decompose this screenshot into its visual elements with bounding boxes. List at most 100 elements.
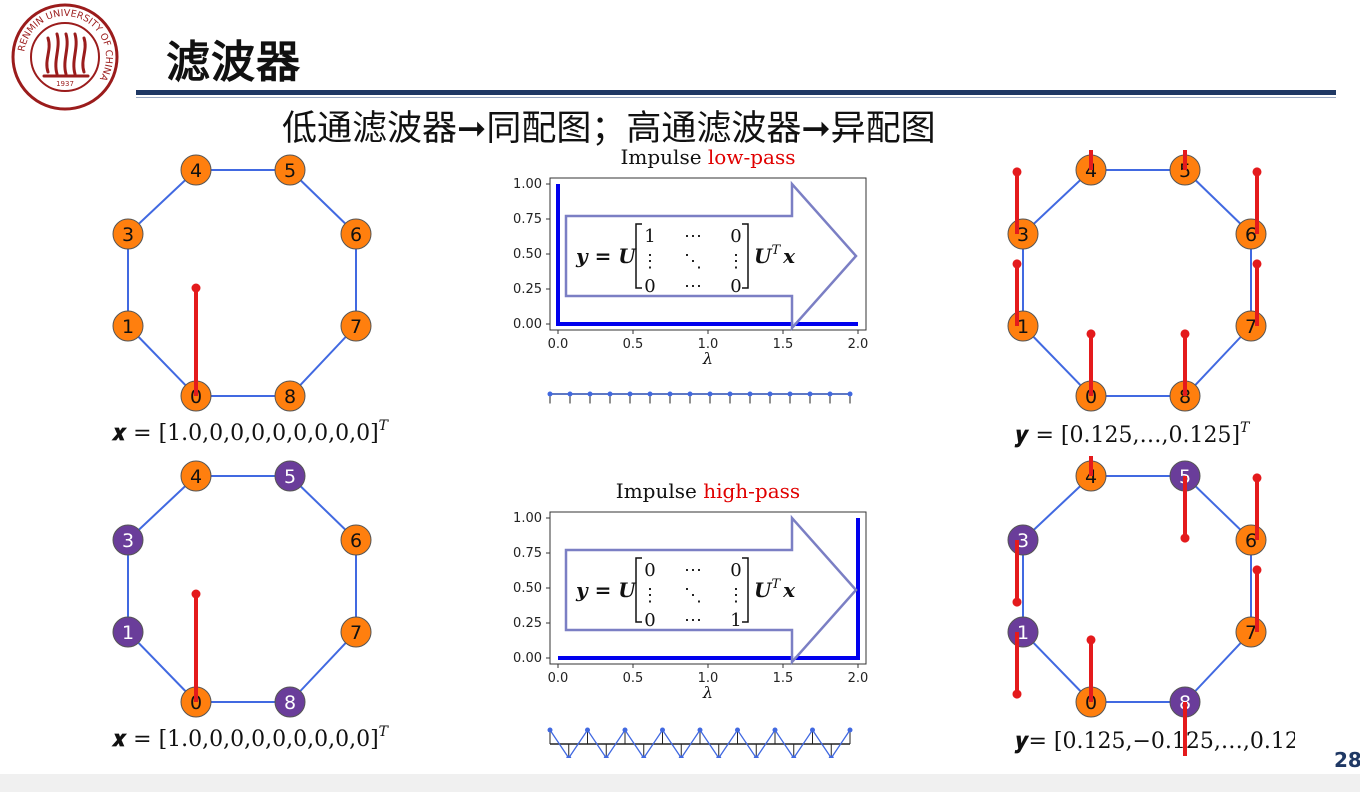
y-tick-label: 0.75 bbox=[513, 546, 542, 561]
graph-node bbox=[112, 616, 144, 648]
graph-edge bbox=[1022, 325, 1092, 397]
signal-marker bbox=[1252, 473, 1262, 483]
graph-node-label: 3 bbox=[1017, 224, 1029, 246]
graph-node bbox=[112, 218, 144, 250]
graph-edge bbox=[289, 631, 357, 703]
matrix-cell: ⋱ bbox=[684, 251, 702, 272]
x-tick-label: 2.0 bbox=[848, 671, 869, 686]
x-tick-label: 1.0 bbox=[698, 337, 719, 352]
matrix-cell: ⋯ bbox=[684, 610, 702, 631]
graph-edge bbox=[127, 631, 197, 703]
graph-node bbox=[340, 218, 372, 250]
signal-marker bbox=[1180, 329, 1190, 339]
y-tick-label: 0.50 bbox=[513, 247, 542, 262]
chart-title: Impulse high-pass bbox=[616, 479, 800, 503]
matrix-left-bracket bbox=[635, 557, 642, 623]
matrix-cell: ⋮ bbox=[727, 251, 745, 272]
chart-title: Impulse low-pass bbox=[621, 145, 796, 169]
x-axis-label: λ bbox=[702, 349, 713, 368]
graph-node bbox=[274, 686, 306, 718]
x-tick-label: 0.0 bbox=[548, 337, 569, 352]
matrix-right-bracket bbox=[742, 557, 749, 623]
formula-x: 𝒙 bbox=[782, 578, 796, 602]
matrix-left-bracket bbox=[635, 223, 642, 289]
graph-node-label: 5 bbox=[284, 466, 296, 488]
matrix-cell: ⋮ bbox=[727, 585, 745, 606]
graph-node bbox=[340, 310, 372, 342]
signal-marker bbox=[1180, 533, 1190, 543]
graph-node-label: 3 bbox=[122, 530, 134, 552]
graph-node-label: 0 bbox=[190, 386, 202, 408]
y-tick-label: 0.00 bbox=[513, 651, 542, 666]
formula-arrow bbox=[564, 514, 858, 666]
signal-marker bbox=[1252, 259, 1262, 269]
formula-lhs: 𝒚 = 𝑼 bbox=[575, 578, 637, 602]
graph-node-label: 6 bbox=[350, 224, 362, 246]
y-tick-label: 0.00 bbox=[513, 317, 542, 332]
matrix-cell: 1 bbox=[644, 226, 655, 247]
formula-x: 𝒙 bbox=[782, 244, 796, 268]
matrix-cell: 0 bbox=[644, 610, 655, 631]
matrix-cell: 0 bbox=[644, 276, 655, 297]
signal-marker bbox=[1012, 597, 1022, 607]
matrix-cell: ⋮ bbox=[641, 585, 659, 606]
matrix-cell: 0 bbox=[730, 226, 741, 247]
matrix-right-bracket bbox=[742, 223, 749, 289]
graph-signal-label: 𝒚= [0.125,−0.125,…,0.125,−0.125]T bbox=[1014, 726, 1295, 754]
graph-node-label: 1 bbox=[122, 316, 134, 338]
graph-node-label: 1 bbox=[122, 622, 134, 644]
matrix-cell: 0 bbox=[644, 560, 655, 581]
graph-node-label: 4 bbox=[190, 466, 202, 488]
graph-signal-label: 𝒙 = [1.0,0,0,0,0,0,0,0,0]T bbox=[111, 418, 390, 446]
signal-marker bbox=[1252, 565, 1262, 575]
graph-edge bbox=[1022, 475, 1092, 541]
graph-label-transpose: T bbox=[379, 724, 390, 740]
graph-label-symbol: 𝒙 bbox=[111, 420, 128, 446]
graph-node-label: 8 bbox=[1179, 386, 1191, 408]
spectrum-line bbox=[549, 728, 851, 758]
formula-lhs: 𝒚 = 𝑼 bbox=[575, 244, 637, 268]
graph-edge bbox=[1184, 631, 1252, 703]
series-line bbox=[556, 184, 858, 326]
formula-transpose: T bbox=[771, 243, 781, 258]
graph-label-values: = [0.125,−0.125,…,0.125,−0.125] bbox=[1029, 729, 1296, 754]
graph-edge bbox=[127, 475, 197, 541]
graph-node bbox=[274, 460, 306, 492]
graph-node-label: 7 bbox=[350, 316, 362, 338]
graph-edge bbox=[289, 325, 357, 397]
signal-marker bbox=[1012, 689, 1022, 699]
y-tick-label: 0.50 bbox=[513, 581, 542, 596]
matrix-cell: ⋯ bbox=[684, 226, 702, 247]
matrix-cell: 1 bbox=[730, 610, 741, 631]
matrix-cell: 0 bbox=[730, 560, 741, 581]
chart-high-pass: Impulse high-pass0.000.250.500.751.000.0… bbox=[513, 479, 869, 758]
graph-edge bbox=[127, 325, 197, 397]
graph-node-label: 0 bbox=[190, 692, 202, 714]
x-tick-label: 0.5 bbox=[623, 671, 644, 686]
x-tick-label: 1.5 bbox=[773, 671, 794, 686]
footer-bar bbox=[0, 774, 1360, 792]
page-title: 滤波器 bbox=[166, 37, 301, 88]
graph-edge bbox=[127, 169, 197, 235]
matrix-cell: ⋮ bbox=[641, 251, 659, 272]
graph-node bbox=[340, 524, 372, 556]
graph-node bbox=[274, 154, 306, 186]
page-number: 28 bbox=[1334, 748, 1360, 772]
signal-marker bbox=[191, 589, 201, 599]
signal-marker bbox=[1012, 259, 1022, 269]
graph-node-label: 6 bbox=[350, 530, 362, 552]
formula-arrow bbox=[564, 180, 858, 332]
formula-transpose: T bbox=[771, 577, 781, 592]
x-tick-label: 1.0 bbox=[698, 671, 719, 686]
graph-node-label: 6 bbox=[1245, 224, 1257, 246]
y-tick-label: 0.75 bbox=[513, 212, 542, 227]
chart-title-colored: high-pass bbox=[703, 479, 800, 503]
graph-node-label: 3 bbox=[122, 224, 134, 246]
signal-marker bbox=[1252, 167, 1262, 177]
matrix-cell: ⋱ bbox=[684, 585, 702, 606]
